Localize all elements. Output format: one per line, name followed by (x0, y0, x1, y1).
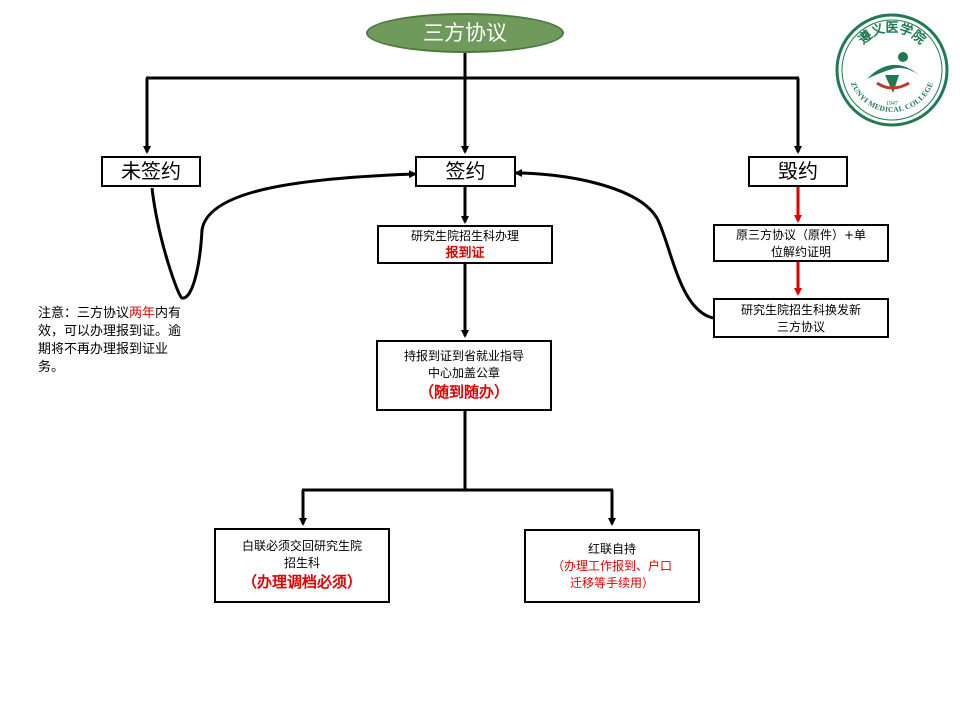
curve-unsigned-to-signed (150, 170, 417, 300)
logo-emblem-wing (867, 64, 919, 79)
unsigned-label: 未签约 (121, 159, 181, 183)
logo-emblem-body (885, 75, 899, 93)
validity-note: 注意：三方协议两年内有效，可以办理报到证。逾期将不再办理报到证业务。 (38, 305, 193, 377)
stamp-line3: （随到随办） (418, 383, 509, 401)
title-text: 三方协议 (423, 21, 507, 45)
original-line1: 原三方协议（原件）+单 (735, 228, 867, 242)
note-text-1: 注意：三方协议 (38, 306, 130, 321)
original-docs-node: 原三方协议（原件）+单 位解约证明 (713, 224, 889, 262)
register-node: 研究生院招生科办理 报到证 (377, 225, 553, 264)
stamp-node: 持报到证到省就业指导 中心加盖公章 （随到随办） (376, 340, 552, 411)
red-line2: （办理工作报到、户口 (551, 559, 672, 573)
logo-year: 1947 (886, 101, 898, 107)
logo-emblem-head (898, 52, 908, 62)
red-copy-node: 红联自持 （办理工作报到、户口 迁移等手续用） (524, 529, 700, 603)
college-logo: 遵义医学院 ZUNYI MEDICAL COLLEGE 1947 (835, 13, 949, 127)
logo-emblem-accent (876, 81, 910, 90)
note-text-2: 内有效，可以办理报到证。逾期将不再办理报到证业务。 (38, 306, 182, 375)
white-line2: 招生科 (283, 556, 320, 570)
signed-node: 签约 (415, 156, 516, 187)
white-copy-node: 白联必须交回研究生院 招生科 （办理调档必须） (214, 528, 390, 603)
white-line3: （办理调档必须） (241, 573, 362, 591)
signed-label: 签约 (445, 159, 486, 183)
stamp-line2: 中心加盖公章 (427, 366, 500, 380)
reissue-node: 研究生院招生科换发新 三方协议 (713, 298, 889, 338)
red-line1: 红联自持 (587, 542, 636, 556)
curve-reissue-to-signed (514, 169, 714, 320)
original-line2: 位解约证明 (770, 245, 831, 259)
breach-label: 毁约 (778, 159, 818, 183)
register-line1: 研究生院招生科办理 (410, 229, 519, 243)
reissue-line1: 研究生院招生科换发新 (740, 303, 861, 317)
note-highlight: 两年 (129, 306, 156, 321)
stamp-line1: 持报到证到省就业指导 (403, 349, 524, 363)
reissue-line2: 三方协议 (776, 320, 825, 334)
breach-node: 毁约 (748, 156, 848, 187)
unsigned-node: 未签约 (101, 156, 201, 187)
white-line1: 白联必须交回研究生院 (241, 539, 362, 553)
title-node: 三方协议 (366, 13, 564, 53)
red-line3: 迁移等手续用） (569, 576, 654, 590)
register-line2: 报到证 (445, 246, 485, 261)
